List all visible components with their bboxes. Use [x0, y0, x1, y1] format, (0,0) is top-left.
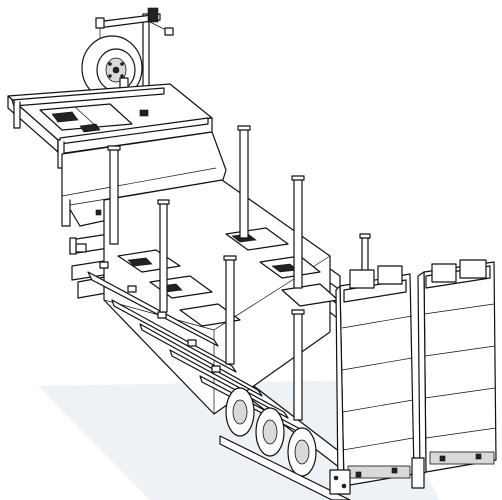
wheel-fender — [219, 435, 351, 500]
stanchion — [223, 255, 237, 365]
wheel — [255, 407, 285, 457]
stanchion — [291, 175, 305, 289]
stanchions — [107, 125, 371, 421]
rear-end — [329, 457, 425, 495]
loading-ramp-right — [417, 259, 497, 477]
axle-group — [219, 387, 351, 500]
stanchion — [107, 145, 121, 245]
wheel — [225, 387, 255, 437]
stanchion — [157, 199, 170, 313]
stanchion — [237, 125, 251, 239]
loading-ramp-left — [335, 265, 415, 491]
stanchion — [291, 309, 305, 421]
wheel — [287, 427, 317, 477]
gooseneck-deck — [7, 83, 227, 227]
